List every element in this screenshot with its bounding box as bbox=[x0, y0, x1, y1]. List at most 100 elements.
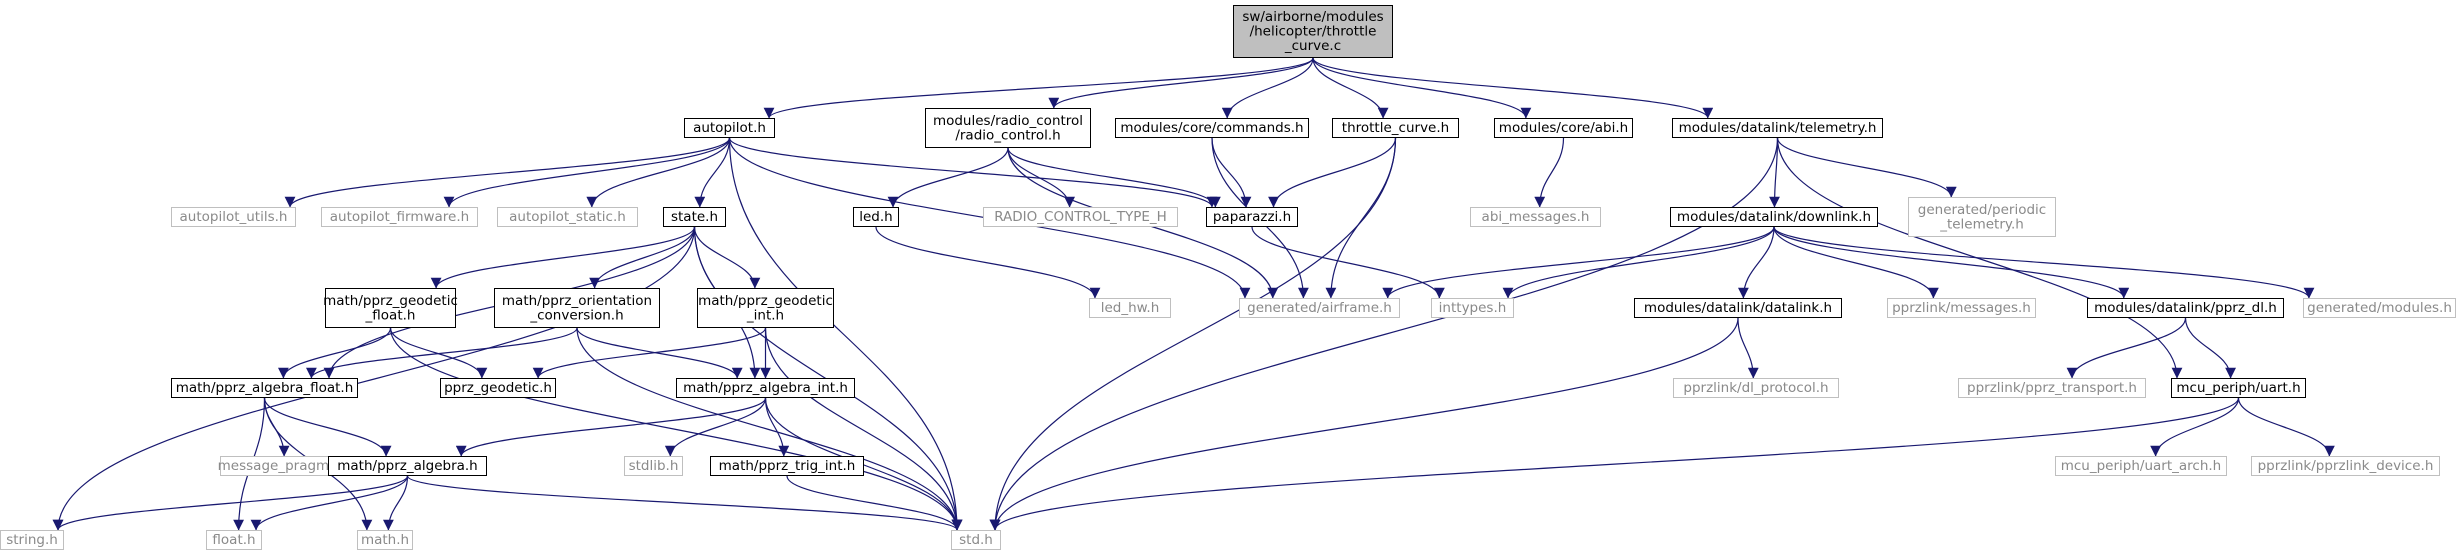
node-label: generated/airframe.h bbox=[1247, 300, 1392, 316]
node-root[interactable]: sw/airborne/modules/helicopter/throttle_… bbox=[1233, 5, 1393, 58]
node-commands-h[interactable]: modules/core/commands.h bbox=[1115, 118, 1309, 138]
node-stdlib-h: stdlib.h bbox=[624, 456, 683, 476]
node-label: autopilot.h bbox=[693, 120, 766, 136]
node-box bbox=[171, 378, 358, 398]
node-abi-h[interactable]: modules/core/abi.h bbox=[1494, 118, 1633, 138]
edge-throttle_curve_h-to-std_h bbox=[989, 137, 1397, 531]
edge-downlink_h-to-datalink_h bbox=[1738, 226, 1775, 299]
edge-pprz_algebra_int_h-to-pprz_trig_int_h bbox=[764, 397, 790, 457]
node-inttypes-h: inttypes.h bbox=[1431, 298, 1514, 318]
node-string-h: string.h bbox=[0, 530, 64, 550]
node-throttle-curve-h[interactable]: throttle_curve.h bbox=[1332, 118, 1459, 138]
node-label: generated/modules.h bbox=[2307, 300, 2452, 316]
edge-downlink_h-to-airframe_h bbox=[1382, 226, 1775, 299]
edge-autopilot_h-to-autopilot_static_h bbox=[586, 137, 731, 208]
node-led-h[interactable]: led.h bbox=[853, 207, 899, 227]
node-pprz-geodetic-h[interactable]: pprz_geodetic.h bbox=[440, 378, 556, 398]
node-radio-control-h[interactable]: modules/radio_control/radio_control.h bbox=[925, 108, 1091, 148]
edge-pprz_trig_int_h-to-std_h bbox=[786, 475, 963, 531]
node-label: pprz_geodetic.h bbox=[444, 380, 552, 396]
node-label: modules/datalink/datalink.h bbox=[1644, 300, 1832, 316]
node-std-h: std.h bbox=[951, 530, 1001, 550]
edge-autopilot_h-to-paparazzi_h bbox=[728, 137, 1218, 208]
node-pprz-dl-h[interactable]: modules/datalink/pprz_dl.h bbox=[2087, 298, 2284, 318]
edge-pprz_algebra_float_h-to-pprz_algebra_h bbox=[263, 397, 392, 457]
node-pprz-algebra-h[interactable]: math/pprz_algebra.h bbox=[328, 456, 487, 476]
node-box bbox=[1470, 207, 1601, 227]
node-box bbox=[1958, 378, 2146, 398]
edge-pprz_geodetic_int_h-to-pprz_geodetic_h bbox=[532, 327, 767, 379]
node-math-h: math.h bbox=[357, 530, 413, 550]
node-label: generated/periodic bbox=[1918, 202, 2046, 218]
node-datalink-h[interactable]: modules/datalink/datalink.h bbox=[1634, 298, 1842, 318]
node-uart-h[interactable]: mcu_periph/uart.h bbox=[2171, 378, 2306, 398]
node-label: std.h bbox=[959, 532, 993, 548]
node-pprz-orientation-conversion-h[interactable]: math/pprz_orientation_conversion.h bbox=[494, 288, 660, 328]
node-label: mcu_periph/uart.h bbox=[2176, 380, 2300, 396]
edge-abi_h-to-abi_messages_h bbox=[1534, 137, 1565, 208]
edge-state_h-to-string_h bbox=[52, 226, 696, 531]
node-label: paparazzi.h bbox=[1213, 209, 1291, 225]
node-autopilot-firmware-h: autopilot_firmware.h bbox=[321, 207, 478, 227]
edge-led_h-to-led_hw_h bbox=[875, 226, 1101, 299]
node-label: _float.h bbox=[365, 307, 416, 323]
edge-pprz_dl_h-to-uart_h bbox=[2184, 317, 2236, 379]
node-pprz-geodetic-int-h[interactable]: math/pprz_geodetic_int.h bbox=[697, 288, 834, 328]
node-label: sw/airborne/modules bbox=[1242, 9, 1383, 25]
edge-pprz_algebra_h-to-math_h bbox=[383, 475, 409, 531]
node-box bbox=[1673, 378, 1839, 398]
node-pprz-trig-int-h[interactable]: math/pprz_trig_int.h bbox=[710, 456, 864, 476]
edge-pprz_orientation_conversion_h-to-pprz_algebra_float_h bbox=[306, 327, 578, 379]
edge-telemetry_h-to-periodic_telemetry_h bbox=[1776, 137, 1957, 198]
node-box bbox=[1634, 298, 1842, 318]
node-box bbox=[1332, 118, 1459, 138]
node-box bbox=[0, 530, 64, 550]
node-label: modules/datalink/downlink.h bbox=[1677, 209, 1871, 225]
file-nodes: sw/airborne/modules/helicopter/throttle_… bbox=[0, 5, 2456, 550]
edge-downlink_h-to-generated_modules_h bbox=[1773, 226, 2315, 299]
node-box bbox=[328, 456, 487, 476]
edge-pprz_algebra_h-to-std_h bbox=[406, 475, 963, 531]
node-autopilot-utils-h: autopilot_utils.h bbox=[171, 207, 296, 227]
node-label: string.h bbox=[6, 532, 58, 548]
node-box bbox=[1670, 207, 1878, 227]
node-abi-messages-h: abi_messages.h bbox=[1470, 207, 1601, 227]
node-label: math/pprz_trig_int.h bbox=[719, 458, 856, 474]
node-box bbox=[494, 288, 660, 328]
node-box bbox=[206, 530, 262, 550]
node-state-h[interactable]: state.h bbox=[663, 207, 726, 227]
node-box bbox=[1206, 207, 1298, 227]
node-box bbox=[663, 207, 726, 227]
node-telemetry-h[interactable]: modules/datalink/telemetry.h bbox=[1672, 118, 1883, 138]
node-label: RADIO_CONTROL_TYPE_H bbox=[994, 209, 1167, 225]
edge-autopilot_h-to-autopilot_firmware_h bbox=[443, 137, 731, 208]
node-pprz-algebra-float-h[interactable]: math/pprz_algebra_float.h bbox=[171, 378, 358, 398]
node-box bbox=[1672, 118, 1883, 138]
node-box bbox=[2055, 456, 2227, 476]
node-box bbox=[2087, 298, 2284, 318]
edge-pprz_algebra_h-to-string_h bbox=[52, 475, 409, 531]
node-paparazzi-h[interactable]: paparazzi.h bbox=[1206, 207, 1298, 227]
node-box bbox=[171, 207, 296, 227]
node-box bbox=[697, 288, 834, 328]
edge-pprz_geodetic_float_h-to-pprz_algebra_float_h bbox=[278, 327, 392, 379]
node-pprz-algebra-int-h[interactable]: math/pprz_algebra_int.h bbox=[676, 378, 855, 398]
edge-autopilot_h-to-autopilot_utils_h bbox=[284, 137, 731, 208]
edge-autopilot_h-to-std_h bbox=[728, 137, 963, 531]
node-box bbox=[321, 207, 478, 227]
edge-downlink_h-to-pprz_dl_h bbox=[1773, 226, 2130, 299]
node-box bbox=[684, 118, 775, 138]
edge-root-to-throttle_curve_h bbox=[1312, 57, 1389, 119]
node-label: mcu_periph/uart_arch.h bbox=[2061, 458, 2222, 474]
node-pprz-transport-h: pprzlink/pprz_transport.h bbox=[1958, 378, 2146, 398]
node-pprz-geodetic-float-h[interactable]: math/pprz_geodetic_float.h bbox=[323, 288, 458, 328]
node-box bbox=[951, 530, 1001, 550]
edge-radio_control_h-to-led_h bbox=[887, 147, 1009, 208]
node-label: math.h bbox=[361, 532, 409, 548]
node-autopilot-h[interactable]: autopilot.h bbox=[684, 118, 775, 138]
node-box bbox=[1431, 298, 1514, 318]
node-label: led.h bbox=[859, 209, 892, 225]
edge-pprz_geodetic_int_h-to-std_h bbox=[764, 327, 963, 531]
node-downlink-h[interactable]: modules/datalink/downlink.h bbox=[1670, 207, 1878, 227]
node-label: modules/core/commands.h bbox=[1120, 120, 1303, 136]
